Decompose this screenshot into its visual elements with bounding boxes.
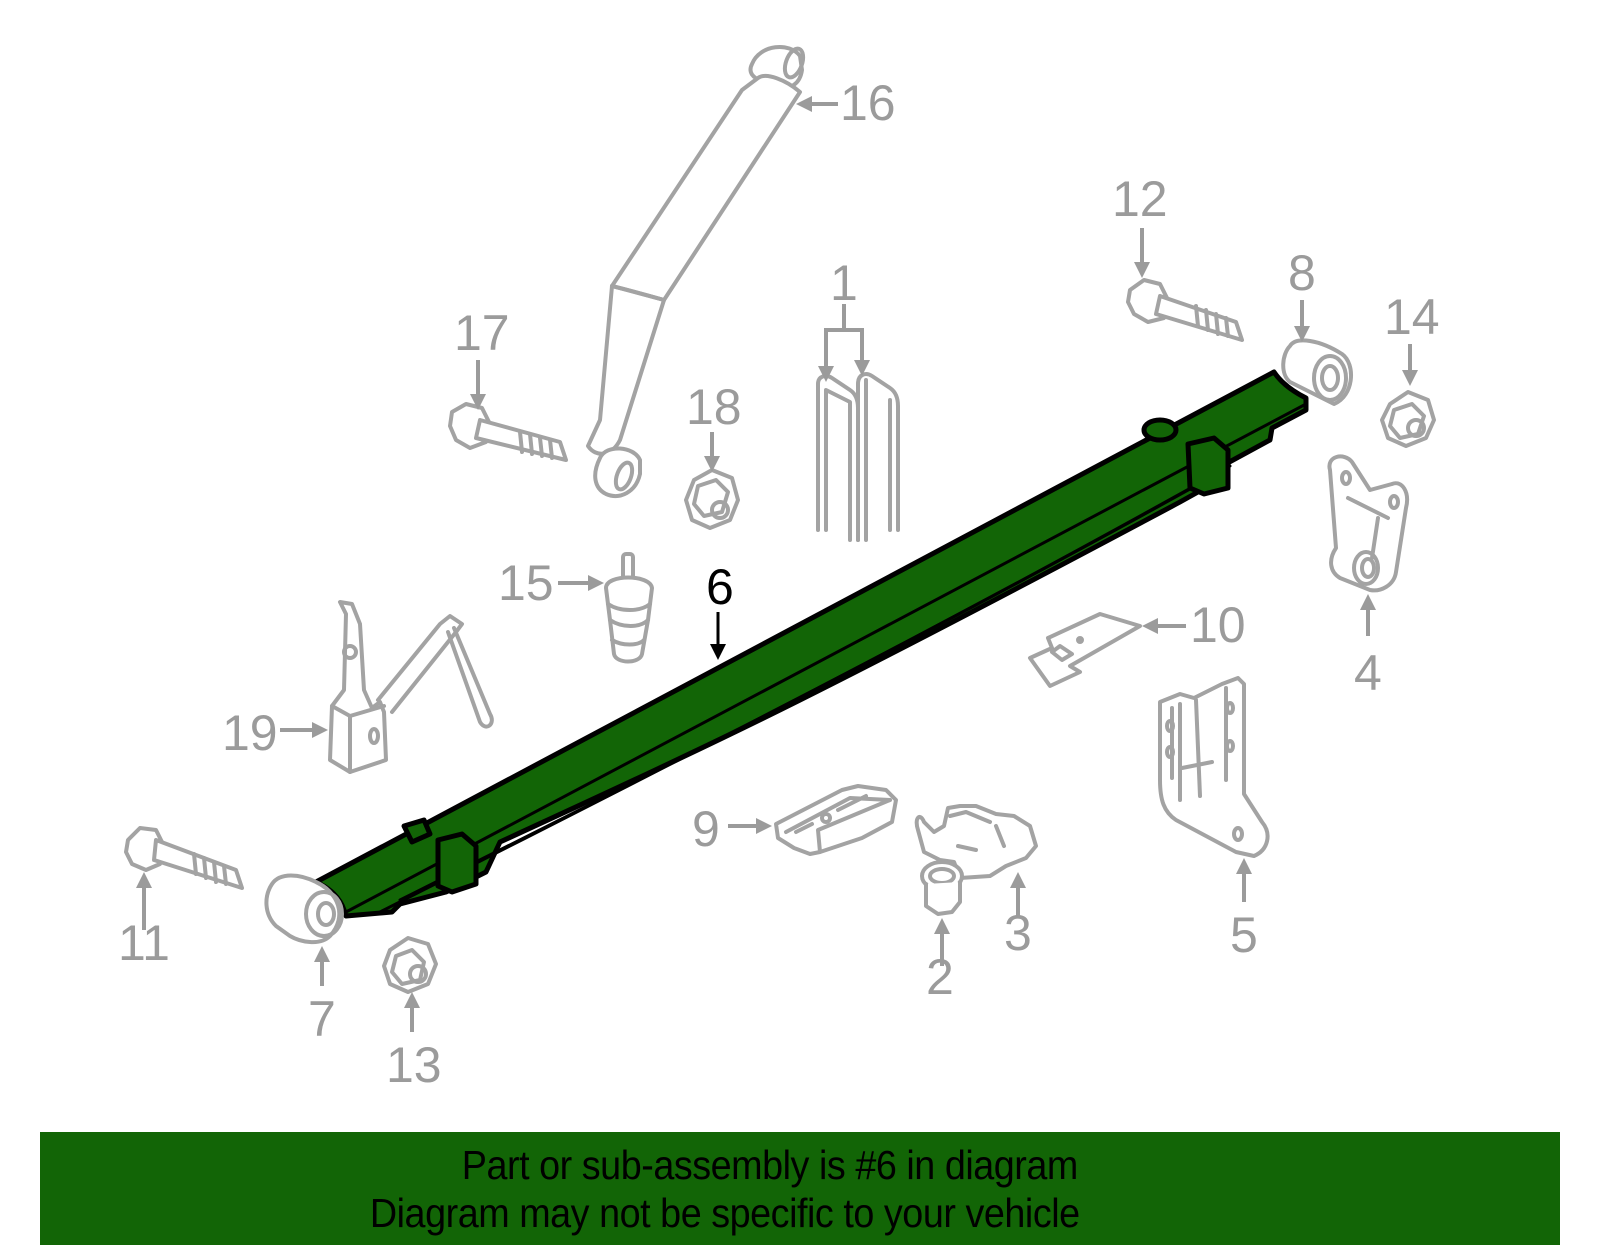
bushing-8[interactable] [1281,338,1354,406]
hanger-bracket-5[interactable] [1158,676,1270,858]
callout-12[interactable]: 12 [1112,171,1168,227]
callout-11[interactable]: 11 [118,915,170,971]
notice-banner: Part or sub-assembly is #6 in diagram Di… [40,1132,1560,1245]
nut-18[interactable] [684,468,740,530]
callout-3[interactable]: 3 [1004,905,1032,961]
leaf-spring-6[interactable] [313,369,1309,919]
callout-13[interactable]: 13 [386,1037,442,1093]
u-bolts-1[interactable] [816,372,900,542]
callout-7[interactable]: 7 [308,991,336,1047]
nut-14[interactable] [1380,390,1436,448]
callout-5[interactable]: 5 [1230,907,1258,963]
callout-1[interactable]: 1 [830,255,858,311]
callout-18[interactable]: 18 [686,379,742,435]
plate-10[interactable] [1028,612,1142,688]
bolt-17[interactable] [448,402,568,462]
bump-stop-15[interactable] [604,552,654,664]
banner-line-disclaimer: Diagram may not be specific to your vehi… [370,1189,1080,1236]
callout-17[interactable]: 17 [454,305,510,361]
nut-13[interactable] [382,936,438,994]
shock-absorber-16[interactable] [586,44,807,498]
flange-nut-2[interactable] [920,860,964,916]
banner-line-part-number: Part or sub-assembly is #6 in diagram [461,1141,1079,1188]
shackle-4[interactable] [1327,454,1409,593]
callout-4[interactable]: 4 [1354,645,1382,701]
bolt-11[interactable] [124,826,244,890]
callout-16[interactable]: 16 [840,75,896,131]
bushing-7[interactable] [264,873,344,944]
callout-14[interactable]: 14 [1384,289,1440,345]
callout-2[interactable]: 2 [926,949,954,1005]
callout-10[interactable]: 10 [1190,597,1246,653]
bracket-3[interactable] [914,804,1038,880]
spacer-block-9[interactable] [774,784,898,856]
callout-15[interactable]: 15 [498,555,554,611]
bolt-12[interactable] [1126,278,1244,342]
callout-6[interactable]: 6 [706,559,734,615]
callout-9[interactable]: 9 [692,801,720,857]
callout-8[interactable]: 8 [1288,245,1316,301]
height-sensor-19[interactable] [328,600,494,774]
callout-19[interactable]: 19 [222,705,278,761]
